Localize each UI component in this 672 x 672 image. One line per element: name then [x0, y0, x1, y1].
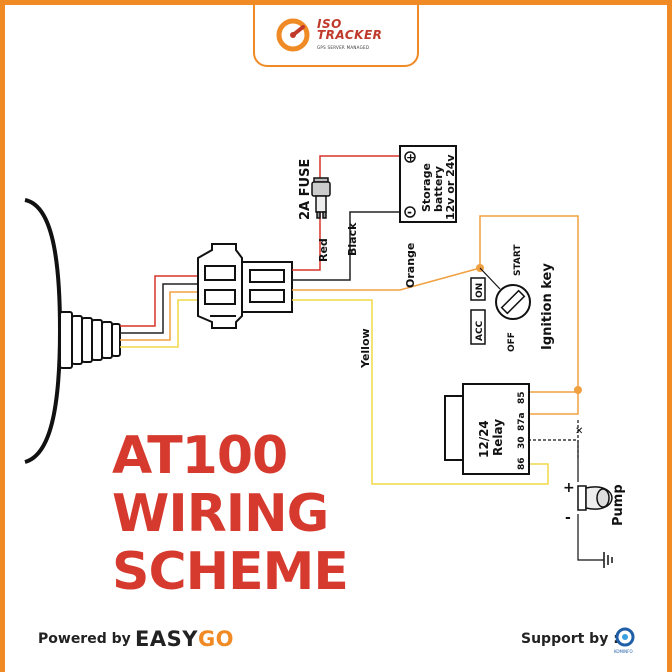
battery-plus: +: [406, 151, 415, 164]
ignition-start: START: [513, 244, 523, 276]
cable-gland: [59, 311, 121, 369]
red-wire: [292, 155, 405, 271]
logo-wordmark: ISO TRACKER: [317, 17, 383, 42]
kominfo-text: KOMINFO: [614, 649, 633, 654]
pump-supply: [577, 440, 604, 561]
ignition-on: ON: [475, 283, 485, 298]
easygo-go: GO: [197, 627, 235, 651]
support-by-label: Support by :: [521, 631, 619, 647]
orange-to-relay: [528, 391, 579, 415]
pump-icon: [577, 485, 613, 511]
pump-wire: [528, 420, 579, 460]
label-orange: Orange: [404, 243, 417, 288]
relay-label-1: 12/24: [477, 420, 491, 458]
label-yellow: Yellow: [359, 328, 372, 369]
device-body: [24, 198, 63, 464]
logo-line-2: TRACKER: [317, 28, 383, 42]
orange-wire: [292, 215, 579, 400]
cut-mark: ✕: [575, 426, 583, 437]
relay-label-2: Relay: [491, 419, 505, 456]
battery-label-1: Storage: [420, 163, 433, 212]
logo-icon: [276, 18, 310, 52]
battery-label-2: battery: [432, 166, 445, 212]
battery-icon: [399, 145, 457, 223]
title-line-2: WIRING: [112, 484, 329, 544]
label-red: Red: [317, 238, 330, 262]
harness-wires: [120, 275, 198, 348]
kominfo-logo: KOMINFO: [614, 627, 635, 654]
orange-junction-right: [574, 386, 582, 394]
ignition-label: Ignition key: [540, 263, 555, 350]
yellow-wire: [292, 299, 549, 485]
logo-line-1: ISO: [317, 17, 342, 31]
fuse-icon: [311, 177, 331, 219]
fuse-label: 2A FUSE: [298, 159, 313, 220]
connector: [197, 243, 293, 329]
ignition-key-icon: [470, 267, 531, 345]
pump-plus: +: [563, 480, 575, 496]
relay-pin-86: 86: [517, 457, 527, 470]
relay-pin-87a: 87a: [517, 412, 527, 431]
relay-pin-30: 30: [517, 436, 527, 449]
title-line-1: AT100: [112, 426, 288, 486]
easygo-easy: EASY: [135, 627, 198, 651]
battery-label-3: 12v or 24v: [444, 154, 457, 220]
black-wire: [292, 211, 405, 281]
title-line-3: SCHEME: [112, 542, 349, 602]
easygo-logo: EASYGO: [135, 627, 234, 651]
pump-label: Pump: [611, 484, 626, 526]
label-black: Black: [346, 222, 359, 256]
relay-icon: [444, 383, 530, 475]
ground-icon: [603, 552, 613, 568]
powered-by-label: Powered by :: [38, 631, 142, 647]
relay-pin-85: 85: [517, 391, 527, 404]
logo-tagline: GPS SERVER MANAGED: [317, 45, 370, 50]
battery-minus: -: [407, 205, 412, 219]
pump-minus: -: [565, 510, 571, 526]
ignition-acc: ACC: [475, 320, 485, 341]
ignition-off: OFF: [507, 332, 517, 352]
iso-tracker-logo: ISO TRACKER GPS SERVER MANAGED: [253, 5, 419, 67]
